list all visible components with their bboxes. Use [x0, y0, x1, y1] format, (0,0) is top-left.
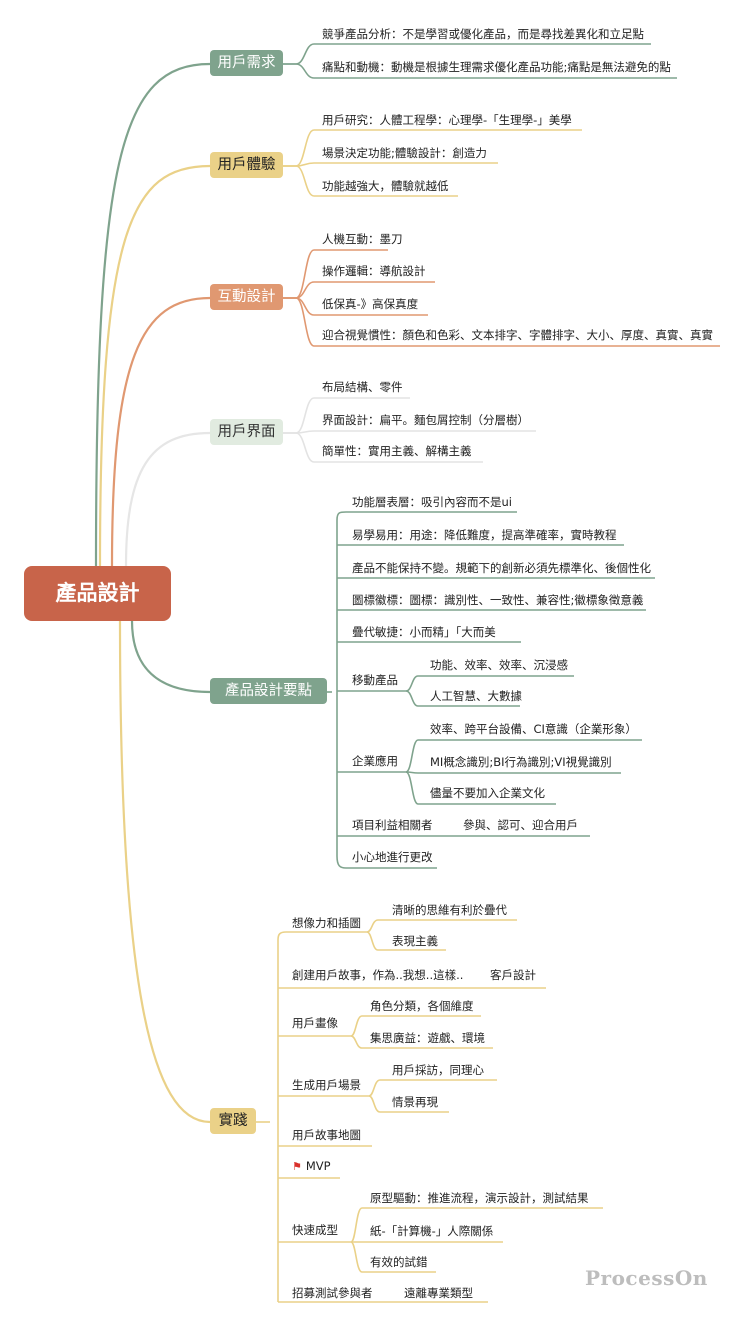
red-flag-icon: ⚑: [292, 1160, 302, 1173]
node-competitive-analysis[interactable]: 競爭產品分析：不是學習或優化產品，而是尋找差異化和立足點: [322, 27, 644, 41]
branch-user-needs[interactable]: 用戶需求: [210, 50, 283, 76]
node-visual-habits[interactable]: 迎合視覺慣性：顏色和色彩、文本排字、字體排字、大小、厚度、真實、真實: [322, 328, 713, 342]
node-innovation[interactable]: 產品不能保持不變。規範下的創新必須先標準化、後個性化: [352, 561, 651, 575]
node-mi-bi-vi[interactable]: MI概念識別;BI行為識別;VI視覺識別: [430, 755, 612, 769]
node-function-surface[interactable]: 功能層表層：吸引內容而不是ui: [352, 495, 512, 509]
node-enterprise-apps[interactable]: 企業應用: [352, 754, 398, 768]
node-scenario-function[interactable]: 場景決定功能;體驗設計：創造力: [322, 146, 487, 160]
node-customer-design[interactable]: 客戶設計: [490, 968, 536, 982]
node-corporate-culture[interactable]: 儘量不要加入企業文化: [430, 786, 545, 800]
node-function-experience[interactable]: 功能越強大，體驗就越低: [322, 179, 449, 193]
root-node[interactable]: 產品設計: [24, 566, 171, 621]
node-recruit-testers[interactable]: 招募測試參與者: [292, 1286, 373, 1300]
node-mvp[interactable]: ⚑MVP: [292, 1159, 331, 1174]
node-paper-computer[interactable]: 紙-「計算機-」人際關係: [370, 1224, 494, 1238]
node-imagination[interactable]: 想像力和插圖: [292, 916, 361, 930]
branch-design-points[interactable]: 產品設計要點: [210, 678, 327, 704]
node-avoid-professionals[interactable]: 遠離專業類型: [404, 1286, 473, 1300]
node-scenario-reproduction[interactable]: 情景再現: [392, 1095, 438, 1109]
branch-interaction-design[interactable]: 互動設計: [210, 284, 283, 310]
node-stakeholders[interactable]: 項目利益相關者: [352, 818, 433, 832]
processon-watermark: ProcessOn: [585, 1266, 708, 1290]
node-fidelity[interactable]: 低保真-》高保真度: [322, 297, 419, 311]
node-story-map[interactable]: 用戶故事地圖: [292, 1128, 361, 1142]
node-ci-awareness[interactable]: 效率、跨平台設備、CI意識（企業形象）: [430, 722, 637, 736]
node-stakeholders-detail[interactable]: 參與、認可、迎合用戶: [463, 818, 578, 832]
node-mvp-label: MVP: [305, 1159, 331, 1173]
branch-practice[interactable]: 實踐: [210, 1108, 256, 1134]
node-agile-iteration[interactable]: 疊代敏捷：小而精」「大而美: [352, 625, 496, 639]
node-trial-error[interactable]: 有效的試錯: [370, 1255, 428, 1269]
node-icons-logos[interactable]: 圖標徽標：圖標：識別性、一致性、兼容性;徽標象徵意義: [352, 593, 644, 607]
node-rapid-prototyping[interactable]: 快速成型: [292, 1223, 338, 1237]
node-interface-design[interactable]: 界面設計：扁平。麵包屑控制（分層樹）: [322, 413, 529, 427]
node-layout-structure[interactable]: 布局結構、零件: [322, 380, 403, 394]
node-prototype-driven[interactable]: 原型驅動：推進流程，演示設計，測試結果: [370, 1191, 589, 1205]
node-user-stories[interactable]: 創建用戶故事，作為..我想..這樣..: [292, 968, 464, 982]
node-careful-changes[interactable]: 小心地進行更改: [352, 850, 433, 864]
node-mobile-products[interactable]: 移動產品: [352, 673, 398, 687]
node-pain-points[interactable]: 痛點和動機：動機是根據生理需求優化產品功能;痛點是無法避免的點: [322, 60, 671, 74]
node-clear-thinking[interactable]: 清晰的思維有利於疊代: [392, 903, 507, 917]
node-user-research[interactable]: 用戶研究：人體工程學：心理學-「生理學-」美學: [322, 113, 572, 127]
branch-user-experience[interactable]: 用戶體驗: [210, 152, 283, 178]
node-mobile-efficiency[interactable]: 功能、效率、效率、沉浸感: [430, 658, 568, 672]
node-user-interviews[interactable]: 用戶採訪，同理心: [392, 1063, 484, 1077]
node-operation-logic[interactable]: 操作邏輯：導航設計: [322, 264, 426, 278]
node-simplicity[interactable]: 簡單性：實用主義、解構主義: [322, 444, 472, 458]
node-user-persona[interactable]: 用戶畫像: [292, 1016, 338, 1030]
node-user-scenarios[interactable]: 生成用戶場景: [292, 1078, 361, 1092]
branch-user-interface[interactable]: 用戶界面: [210, 419, 283, 445]
node-easy-to-learn[interactable]: 易學易用：用途：降低難度，提高準確率，實時教程: [352, 528, 617, 542]
node-role-classification[interactable]: 角色分類，各個維度: [370, 999, 474, 1013]
node-hci[interactable]: 人機互動：墨刀: [322, 232, 403, 246]
node-ai-bigdata[interactable]: 人工智慧、大數據: [430, 689, 522, 703]
node-expressionism[interactable]: 表現主義: [392, 934, 438, 948]
node-brainstorming[interactable]: 集思廣益：遊戲、環境: [370, 1031, 485, 1045]
